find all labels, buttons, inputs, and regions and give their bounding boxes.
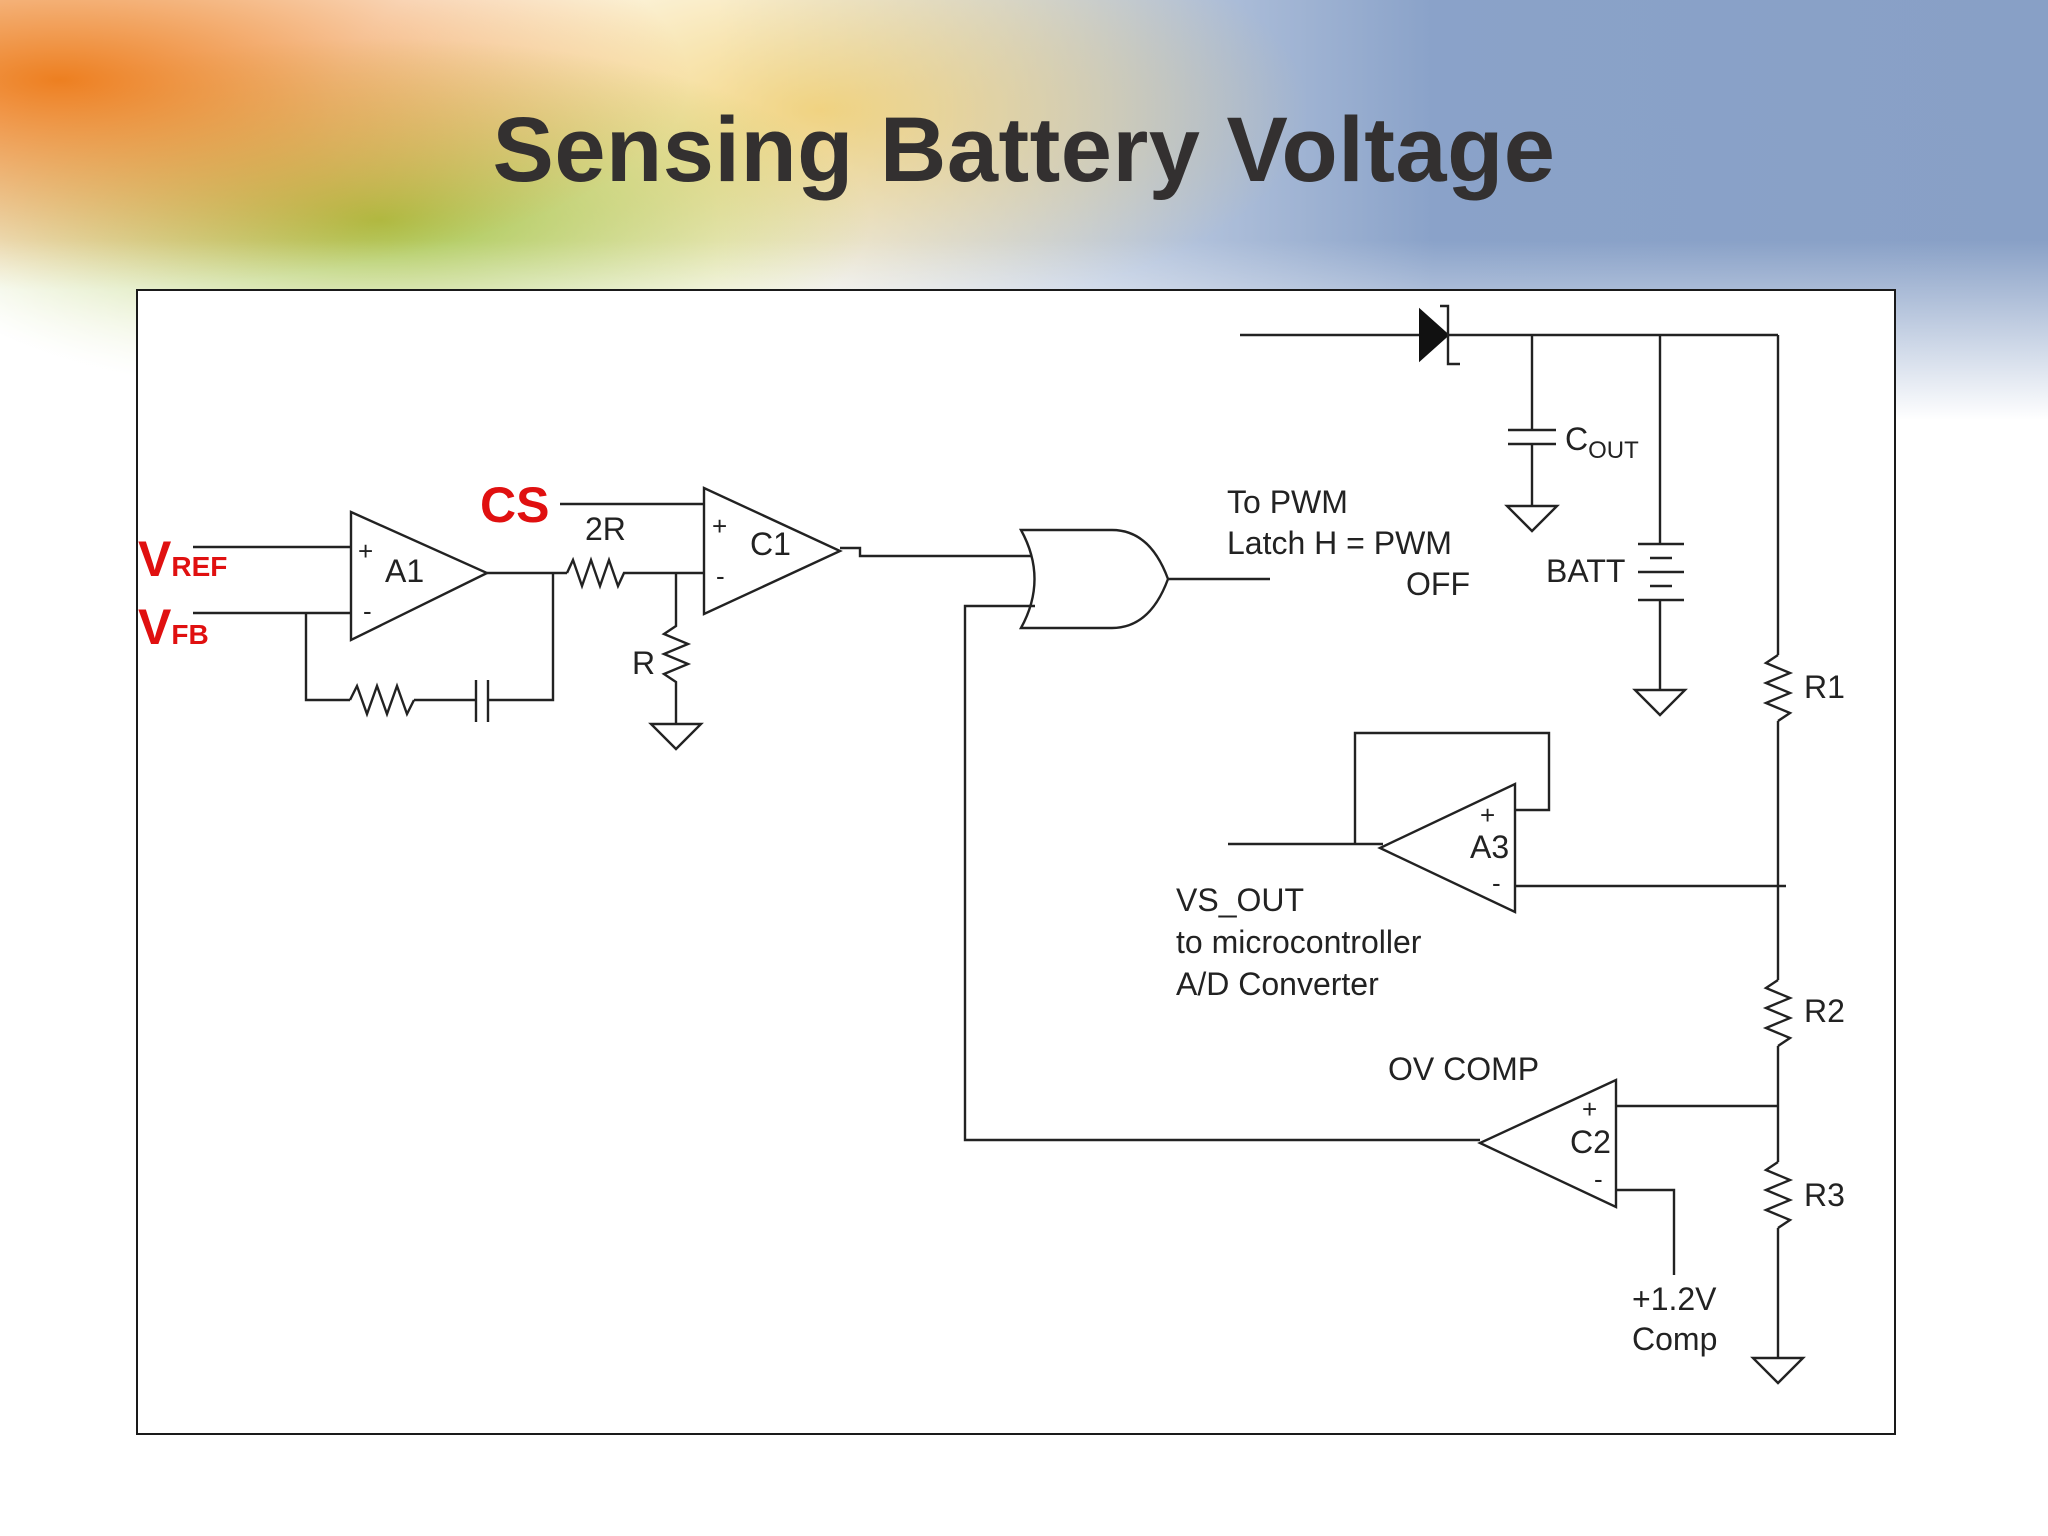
a3-minus-sign: -	[1492, 868, 1501, 898]
cs-label: CS	[480, 477, 549, 533]
resistor-r-label: R	[632, 645, 655, 681]
pwm-note-line1: To PWM	[1227, 484, 1348, 520]
ground-cout	[1504, 504, 1560, 533]
ref-note-line1: +1.2V	[1632, 1281, 1717, 1317]
a3-label: A3	[1470, 829, 1509, 865]
vfb-label: VFB	[138, 599, 209, 655]
c2-minus-sign: -	[1594, 1164, 1603, 1194]
a1-feedback-wire-left	[304, 613, 350, 702]
pwm-note-line2: Latch H = PWM	[1227, 525, 1452, 561]
vs-out-line2: to microcontroller	[1176, 924, 1422, 960]
comparator-c1: + - C1	[702, 486, 843, 616]
resistor-2r-label: 2R	[585, 511, 626, 547]
ov-feedback-wire	[963, 604, 1480, 1142]
ground-batt	[1632, 688, 1688, 717]
vref-label: VREF	[138, 531, 227, 587]
a1-feedback-wire-right	[488, 573, 555, 702]
ref-note-line2: Comp	[1632, 1321, 1717, 1357]
comparator-c2: + C2 -	[1477, 1078, 1618, 1209]
ov-comp-label: OV COMP	[1388, 1051, 1539, 1087]
cout-label: COUT	[1565, 421, 1639, 464]
c1-label: C1	[750, 526, 791, 562]
c1-plus-sign: +	[712, 511, 727, 541]
c2-minus-wire	[1616, 1188, 1676, 1275]
a1-label: A1	[385, 553, 424, 589]
a3-feedback-wire	[1353, 731, 1551, 844]
ground-r	[648, 722, 704, 751]
resistor-r3	[1762, 1161, 1794, 1229]
resistor-2r	[565, 556, 642, 590]
c2-plus-sign: +	[1582, 1094, 1597, 1124]
vs-out-line1: VS_OUT	[1176, 882, 1304, 918]
ground-divider	[1750, 1356, 1806, 1385]
c2-label: C2	[1570, 1124, 1611, 1160]
amplifier-a3: + A3 -	[1377, 782, 1517, 914]
pwm-note-line3: OFF	[1406, 566, 1470, 602]
slide-title: Sensing Battery Voltage	[492, 99, 1556, 201]
a1-plus-sign: +	[358, 536, 373, 566]
resistor-r	[660, 573, 692, 722]
diagram-frame	[136, 289, 1896, 1435]
resistor-r2	[1762, 979, 1794, 1047]
resistor-r2-label: R2	[1804, 993, 1845, 1029]
a1-feedback-resistor	[348, 682, 416, 718]
a1-minus-sign: -	[363, 596, 372, 626]
vs-out-line3: A/D Converter	[1176, 966, 1379, 1002]
resistor-r1	[1762, 654, 1794, 722]
or-gate	[1018, 528, 1170, 630]
a3-plus-sign: +	[1480, 800, 1495, 830]
amplifier-a1: + - A1	[349, 510, 490, 642]
c1-minus-sign: -	[716, 561, 725, 591]
battery-icon	[1638, 542, 1684, 602]
resistor-r1-label: R1	[1804, 669, 1845, 705]
resistor-r3-label: R3	[1804, 1177, 1845, 1213]
batt-label: BATT	[1546, 553, 1625, 589]
c1-output-wire	[840, 546, 1035, 558]
